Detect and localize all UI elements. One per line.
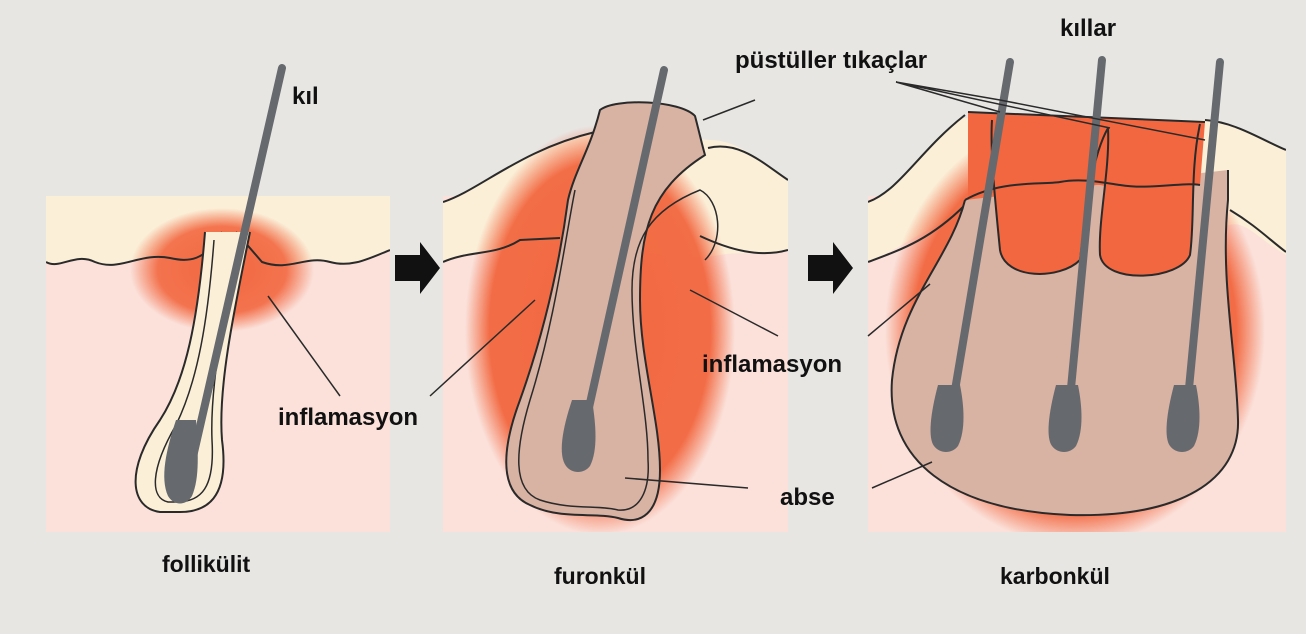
label-inflammation-1: inflamasyon	[278, 404, 418, 431]
leader-line-pustule	[703, 100, 755, 120]
caption-carbuncle: karbonkül	[1000, 563, 1110, 589]
panel-carbuncle: kıllar karbonkül	[868, 15, 1286, 589]
label-pustules-plugs: püstüller tıkaçlar	[735, 47, 927, 74]
label-hair: kıl	[292, 83, 319, 110]
label-abscess: abse	[780, 484, 835, 511]
right-arrow-icon	[395, 242, 440, 294]
panel-furuncle: furonkül	[430, 70, 788, 589]
caption-folliculitis: follikülit	[162, 551, 251, 577]
label-inflammation-2: inflamasyon	[702, 351, 842, 378]
right-arrow-icon	[808, 242, 853, 294]
pustule-2	[1100, 124, 1200, 276]
caption-furuncle: furonkül	[554, 563, 646, 589]
panel-folliculitis: kıl inflamasyon follikülit	[46, 68, 418, 577]
label-hairs: kıllar	[1060, 15, 1116, 42]
